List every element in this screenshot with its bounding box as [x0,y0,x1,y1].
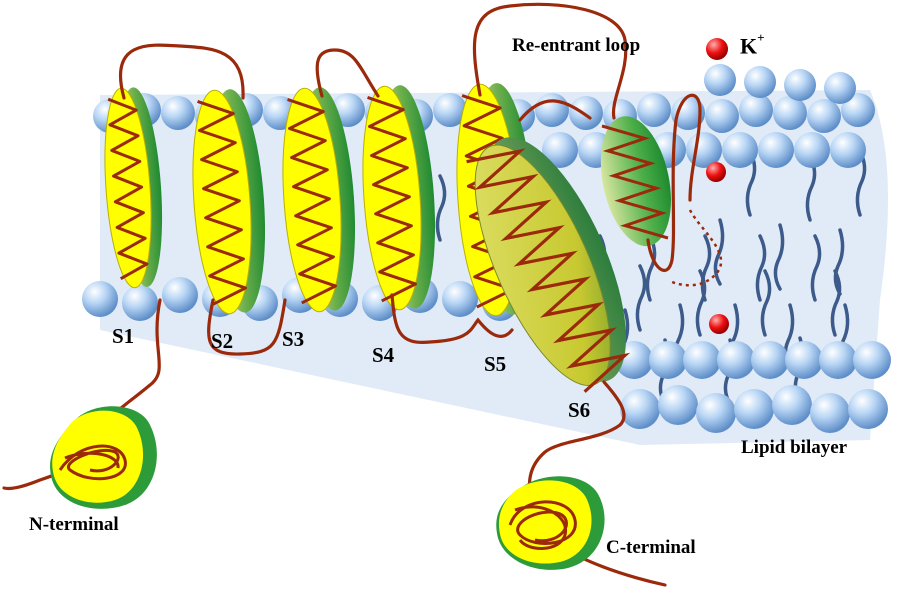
lipid-head [824,72,856,104]
lipid-tail [760,269,772,337]
loop-s3-s4 [315,48,380,98]
lipid-head [758,132,794,168]
helix-coil [107,97,149,281]
lipid-head [705,99,739,133]
lipid-tail [635,264,647,332]
loop-s1-s2 [118,43,245,100]
helix-s4 [362,85,436,311]
label-n-terminal: N-terminal [29,514,119,535]
lipid-tail [713,218,725,286]
lipid-head [744,66,776,98]
pore-helix-coil [601,124,669,240]
potassium-ion-middle [706,162,726,182]
lipid-tail [695,269,707,337]
lipid-head [535,93,569,127]
lipid-head [853,341,891,379]
lipid-head [848,389,888,429]
lipid-tail [773,223,785,291]
lipid-tail [833,228,845,296]
label-s5: S5 [484,352,507,376]
lipid-head [784,69,816,101]
label-reentrant-loop: Re-entrant loop [512,35,641,56]
lipid-head [569,96,603,130]
loop-s2-s3 [207,298,287,356]
loop-s5-s6 [518,99,592,122]
helix-s3 [282,87,356,313]
lipid-head [649,341,687,379]
label-s2: S2 [211,329,234,353]
lipid-head [637,93,671,127]
lipid-head [830,132,866,168]
helix-coil [197,100,247,307]
label-s6: S6 [568,398,591,422]
label-s1: S1 [112,324,135,348]
lipid-head [807,99,841,133]
peptide-chain [2,2,702,587]
loop-s4-s5 [390,293,514,344]
lipid-tail [435,174,447,242]
lipid-head [542,132,578,168]
helix-coil [287,98,337,305]
lipid-head [442,281,478,317]
label-s4: S4 [372,343,395,367]
lipid-head [162,277,198,313]
lipid-head [785,341,823,379]
lipid-head [704,64,736,96]
lipid-head [683,341,721,379]
lipid-head [794,132,830,168]
loop-s5-pore [472,2,628,120]
lipid-tail [855,149,867,217]
lipid-head [773,96,807,130]
helix-coil [367,96,417,303]
helix-s2 [192,89,266,315]
reentrant-exit [646,93,702,272]
c-terminal-link [527,380,626,498]
label-potassium: K+ [740,30,765,59]
lipid-tail [810,234,822,302]
lipid-head [772,385,812,425]
lipid-head [696,393,736,433]
lipid-head [722,132,758,168]
helix-s1 [104,87,163,289]
lipid-tail [755,234,767,302]
lipid-head [717,341,755,379]
lipid-tail [700,234,712,302]
lipid-tail [645,234,657,302]
lipid-tail [830,269,842,337]
n-terminal-domain [50,406,157,509]
label-c-terminal: C-terminal [606,537,696,558]
label-s3: S3 [282,327,305,351]
lipid-head [810,393,850,433]
lipid-head [658,385,698,425]
lipid-head [433,93,467,127]
lipid-head [161,96,195,130]
c-terminal-domain [496,476,605,570]
lipid-head [739,93,773,127]
lipid-head [122,285,158,321]
lipid-head [620,389,660,429]
potassium-ion-bottom [709,314,729,334]
potassium-ion-top [706,38,728,60]
transmembrane-helices [104,83,535,317]
lipid-head [819,341,857,379]
helix-s6-coil [466,148,631,393]
lipid-head [841,93,875,127]
lipid-head [751,341,789,379]
label-lipid-bilayer: Lipid bilayer [741,437,848,458]
lipid-head [82,281,118,317]
lipid-head [734,389,774,429]
